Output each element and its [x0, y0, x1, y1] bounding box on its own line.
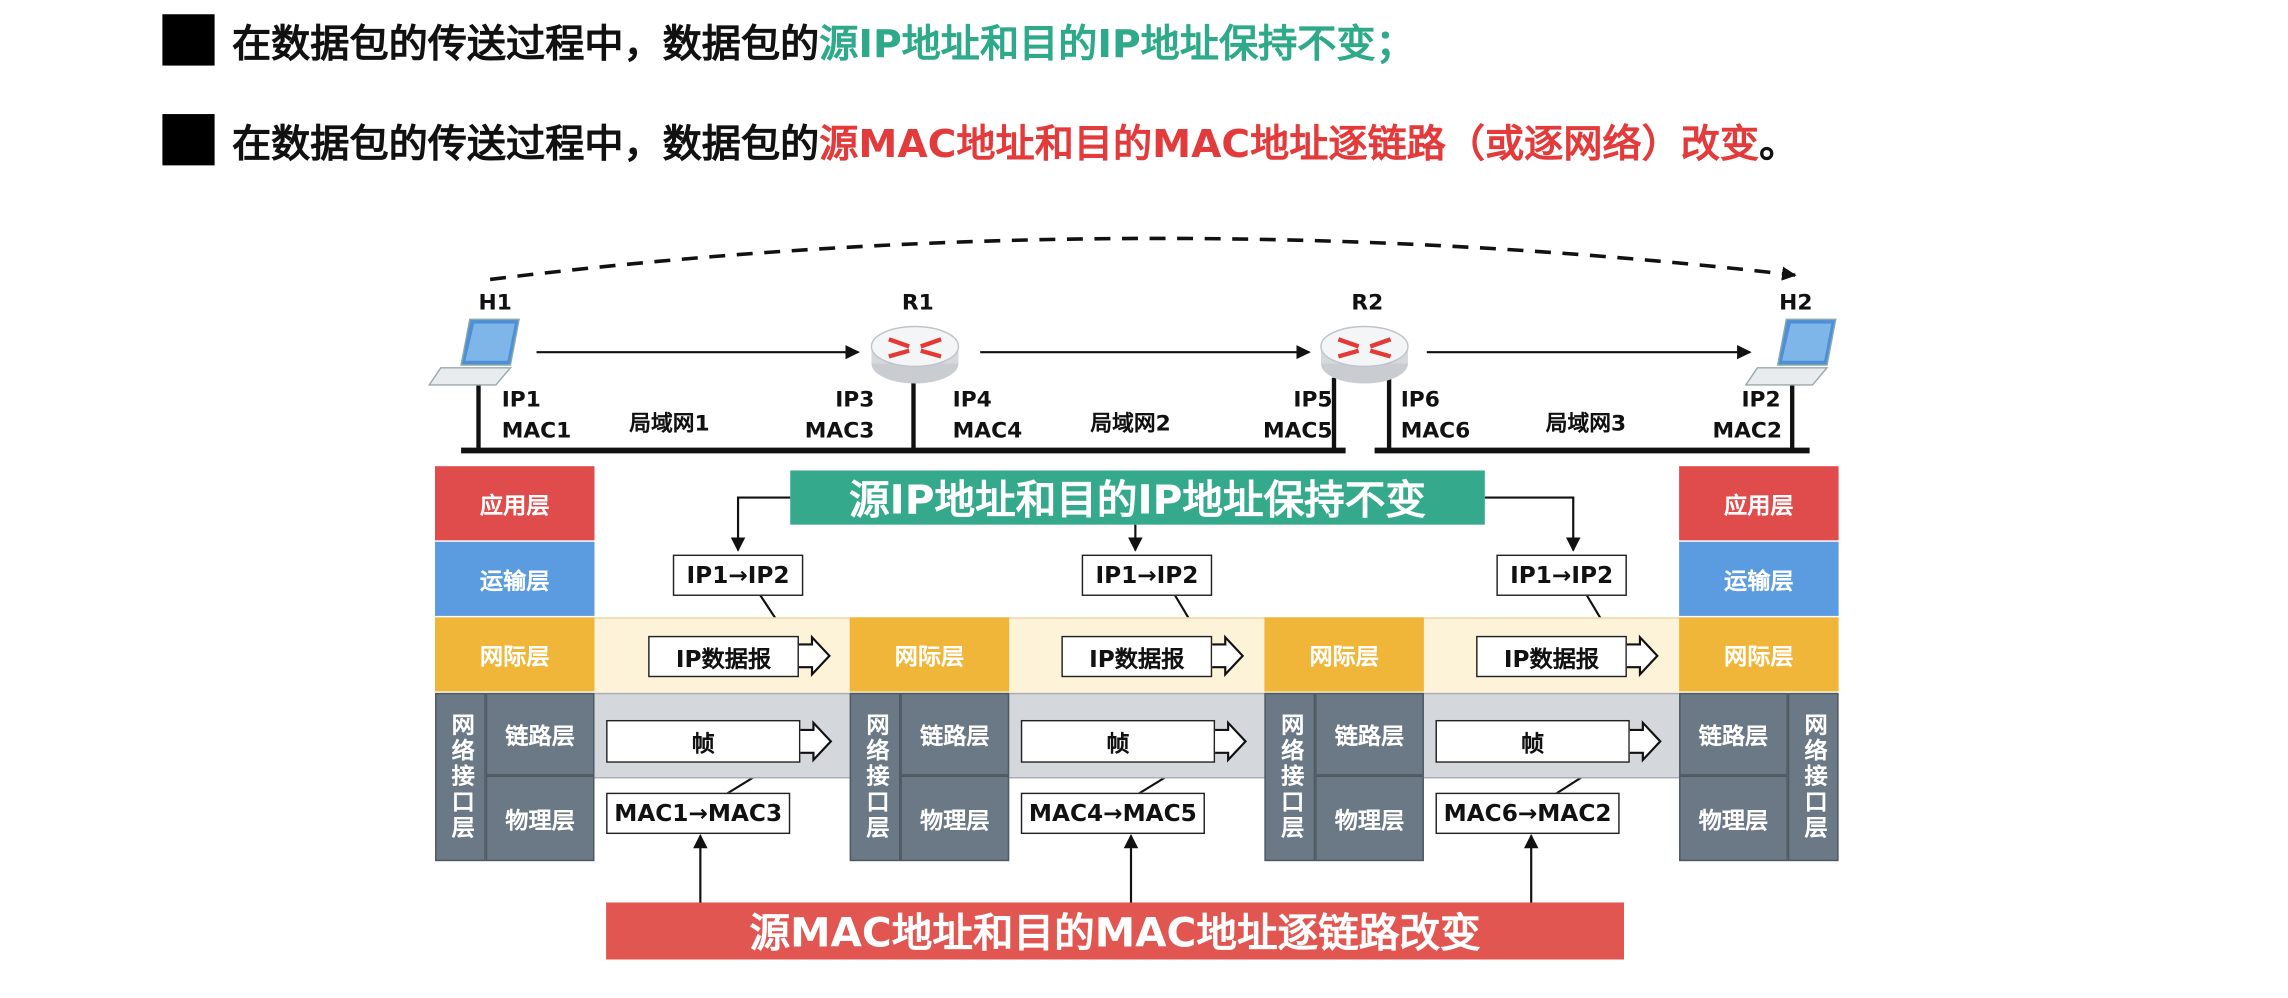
ip-pair-box-2: IP1→IP2 — [1081, 554, 1213, 596]
frame-box-1: 帧 — [606, 719, 801, 763]
r2-network-layer: 网际层 — [1264, 617, 1424, 692]
h1-application-layer: 应用层 — [435, 466, 595, 541]
h2-link-layer: 链路层 — [1679, 692, 1788, 776]
laptop-icon — [1744, 318, 1837, 386]
h2-transport-layer: 运输层 — [1679, 541, 1839, 616]
lan1-left-ip: IP1 — [501, 386, 541, 413]
ip-pair-box-1: IP1→IP2 — [672, 554, 804, 596]
lan2-name: 局域网2 — [1090, 410, 1171, 437]
ip-datagram-box-1: IP数据报 — [648, 635, 799, 678]
ip-datagram-box-3: IP数据报 — [1476, 635, 1627, 678]
pointer-arrows — [798, 634, 1662, 763]
lan2-left-mac: MAC4 — [952, 417, 1023, 444]
bullet-mac-changes: 在数据包的传送过程中，数据包的源MAC地址和目的MAC地址逐链路（或逐网络）改变… — [162, 114, 1799, 167]
h1-network-layer: 网际层 — [435, 617, 595, 692]
h1-physical-layer: 物理层 — [485, 775, 595, 862]
lan2-right-mac: MAC5 — [1262, 417, 1333, 444]
frame-box-3: 帧 — [1435, 719, 1630, 763]
ip-datagram-box-2: IP数据报 — [1061, 635, 1213, 678]
lan1-name: 局域网1 — [629, 410, 710, 437]
end-to-end-dashed-arc — [489, 236, 1797, 282]
router-icon — [870, 325, 960, 384]
lan-bar-3 — [1374, 377, 1810, 454]
frame-box-2: 帧 — [1020, 719, 1216, 763]
h1-link-layer: 链路层 — [485, 692, 595, 776]
ip-banner-connector-left — [730, 496, 791, 552]
bullet-2-prefix: 在数据包的传送过程中，数据包的 — [232, 121, 820, 167]
h2-physical-layer: 物理层 — [1679, 775, 1788, 862]
bullet-ip-unchanged: 在数据包的传送过程中，数据包的源IP地址和目的IP地址保持不变； — [162, 14, 1415, 67]
r2-netif-layer: 网络接口层 — [1264, 692, 1316, 862]
r1-netif-layer: 网络接口层 — [849, 692, 901, 862]
bullet-2-highlight: 源MAC地址和目的MAC地址逐链路（或逐网络）改变 — [819, 121, 1760, 167]
lan3-left-mac: MAC6 — [1400, 417, 1471, 444]
ip-pair-box-3: IP1→IP2 — [1496, 554, 1627, 596]
bullet-square-icon — [162, 14, 215, 66]
bullet-2-suffix: 。 — [1759, 121, 1799, 167]
h2-application-layer: 应用层 — [1679, 466, 1839, 541]
bullet-1-suffix: ； — [1375, 22, 1415, 67]
lan-bar-2 — [928, 377, 1346, 454]
lan3-right-mac: MAC2 — [1712, 417, 1783, 444]
lan1-right-mac: MAC3 — [804, 417, 875, 444]
lan2-left-ip: IP4 — [952, 386, 992, 413]
lan1-left-mac: MAC1 — [501, 417, 572, 444]
h1-transport-layer: 运输层 — [435, 541, 595, 616]
r2-physical-layer: 物理层 — [1315, 775, 1424, 862]
lan3-right-ip: IP2 — [1741, 386, 1781, 413]
lan1-right-ip: IP3 — [835, 386, 875, 413]
h2-netif-layer: 网络接口层 — [1787, 692, 1839, 862]
diagram-lines — [427, 236, 1837, 903]
mac-pair-box-2: MAC4→MAC5 — [1020, 792, 1205, 835]
router-icon — [1320, 325, 1409, 384]
lan-bar-1 — [461, 377, 929, 454]
ip-unchanged-banner: 源IP地址和目的IP地址保持不变 — [790, 470, 1485, 525]
r1-network-layer: 网际层 — [849, 617, 1010, 692]
node-label-r2: R2 — [1351, 289, 1384, 316]
node-label-h1: H1 — [478, 289, 512, 316]
slide-content: 在数据包的传送过程中，数据包的源IP地址和目的IP地址保持不变； 在数据包的传送… — [162, 14, 1839, 960]
lan2-right-ip: IP5 — [1293, 386, 1333, 413]
node-label-h2: H2 — [1779, 289, 1813, 316]
r1-link-layer: 链路层 — [900, 692, 1010, 776]
r2-link-layer: 链路层 — [1315, 692, 1424, 776]
node-label-r1: R1 — [901, 289, 934, 316]
bullet-1-prefix: 在数据包的传送过程中，数据包的 — [232, 22, 820, 67]
lan3-left-ip: IP6 — [1400, 386, 1440, 413]
mac-changes-banner: 源MAC地址和目的MAC地址逐链路改变 — [606, 902, 1624, 960]
bullet-square-icon — [162, 114, 215, 166]
lan3-name: 局域网3 — [1545, 410, 1627, 437]
laptop-icon — [427, 318, 520, 386]
h1-netif-layer: 网络接口层 — [435, 692, 486, 862]
mac-pair-box-3: MAC6→MAC2 — [1435, 792, 1620, 835]
h2-network-layer: 网际层 — [1679, 617, 1839, 692]
mac-pair-box-1: MAC1→MAC3 — [606, 792, 791, 835]
bullet-1-highlight: 源IP地址和目的IP地址保持不变 — [819, 22, 1376, 67]
ip-banner-connector-right — [1484, 496, 1581, 552]
r1-physical-layer: 物理层 — [900, 775, 1010, 862]
